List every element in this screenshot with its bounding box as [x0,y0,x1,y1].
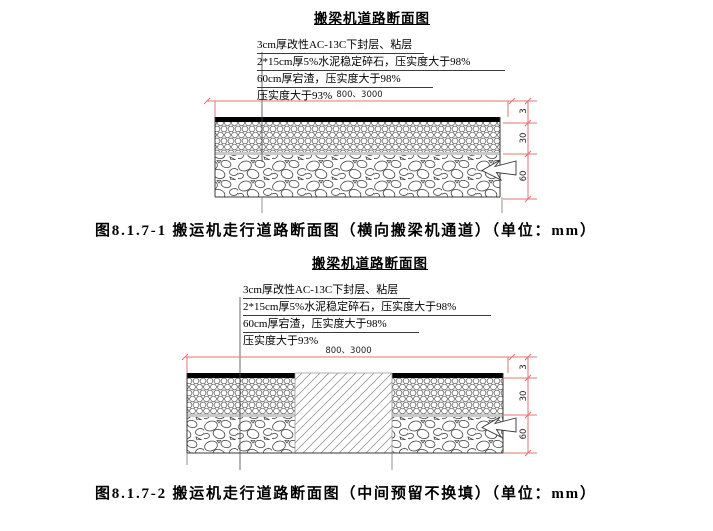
fig2-annotation-subgrade: 压实度大于93% [243,335,319,347]
fig2-cement-layer-left [187,378,295,414]
fig1-annotation-rubble: 60cm厚宕渣，压实度大于98% [257,71,433,88]
fig1-annotation-cement: 2*15cm厚5%水泥稳定碎石，压实度大于98% [257,54,505,71]
fig2-annotations: 3cm厚改性AC-13C下封层、粘层 2*15cm厚5%水泥稳定碎石，压实度大于… [243,282,491,349]
fig2-title: 搬梁机道路断面图 [312,256,428,271]
fig2-asphalt-layer-left [187,373,295,378]
fig1-asphalt-layer [215,117,500,122]
fig2-rubble-layer-left [187,417,295,453]
fig2-dim-3: 3 [519,364,529,370]
fig2-annotation-rubble: 60cm厚宕渣，压实度大于98% [243,316,419,333]
fig2-dim-30: 30 [519,390,529,402]
fig1-layer-separator [215,152,500,155]
fig2-reserved-middle-zone [295,373,392,453]
fig1-dim-30: 30 [519,132,529,144]
fig1-annotation-asphalt: 3cm厚改性AC-13C下封层、粘层 [257,37,424,54]
fig1-dim-3: 3 [519,108,529,114]
fig2-leader-arrow [481,416,517,439]
fig2-asphalt-layer-right [392,373,503,378]
fig1-annotations: 3cm厚改性AC-13C下封层、粘层 2*15cm厚5%水泥稳定碎石，压实度大于… [257,37,505,104]
fig2-annotation-cement: 2*15cm厚5%水泥稳定碎石，压实度大于98% [243,299,491,316]
fig1-dim-60: 60 [519,170,529,182]
fig2-cement-layer-right [392,378,503,414]
fig1-leader-arrow [481,159,517,182]
fig1-caption: 图8.1.7-1 搬运机走行道路断面图（横向搬梁机通道）（单位：mm） [95,223,597,239]
fig2-annotation-asphalt: 3cm厚改性AC-13C下封层、粘层 [243,282,410,299]
fig2-span-dimension-text: 800、3000 [325,346,372,356]
fig1-span-dimension-text: 800、3000 [336,90,383,100]
fig2-span-dimension-line [181,353,516,373]
fig1-cement-layer [215,122,500,152]
fig1-rubble-layer [215,155,500,197]
fig2-dim-60: 60 [519,428,529,440]
fig1-annotation-subgrade: 压实度大于93% [257,90,333,102]
fig2-rubble-layer-right [392,417,503,453]
fig1-title: 搬梁机道路断面图 [314,11,430,26]
fig2-caption: 图8.1.7-2 搬运机走行道路断面图（中间预留不换填）（单位：mm） [95,486,597,502]
